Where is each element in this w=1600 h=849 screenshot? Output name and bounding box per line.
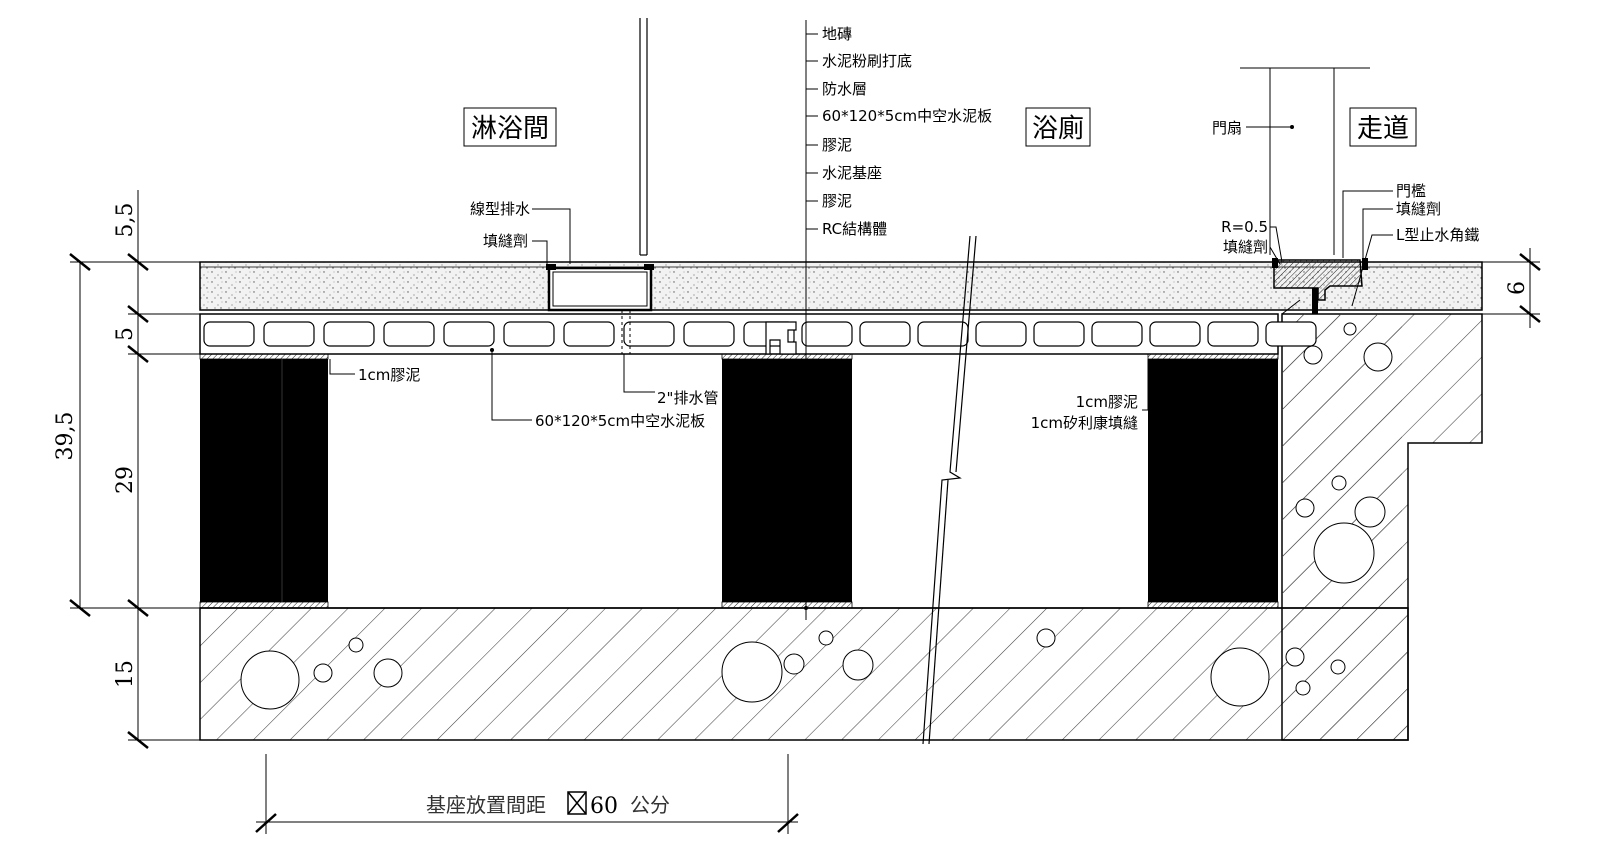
rc-structure <box>199 313 1483 741</box>
room-label-shower: 淋浴間 <box>471 114 549 144</box>
shower-glass <box>639 18 648 256</box>
door-threshold <box>1240 67 1370 315</box>
base-spacing-unit: 公分 <box>630 793 670 817</box>
mortar-right-label: 1cm膠泥 <box>1076 393 1138 411</box>
layer-label: RC結構體 <box>822 220 887 238</box>
board-cell <box>975 321 1027 347</box>
board-cell <box>683 321 735 347</box>
board-cell <box>623 321 675 347</box>
layer-label: 膠泥 <box>822 192 852 210</box>
board-cell <box>1033 321 1085 347</box>
dim-15: 15 <box>113 660 138 688</box>
screed-layer <box>199 261 1483 311</box>
layer-label: 水泥基座 <box>822 164 882 182</box>
silicone-joint-label: 1cm矽利康填縫 <box>1031 414 1138 432</box>
board-cell <box>1149 321 1201 347</box>
layer-stack-labels: 地磚 水泥粉刷打底 防水層 60*120*5cm中空水泥板 膠泥 水泥基座 膠泥… <box>822 25 992 238</box>
mortar-label: 1cm膠泥 <box>358 366 420 384</box>
sealant-label: 填縫劑 <box>483 232 528 250</box>
linear-drain <box>546 264 654 354</box>
break-line <box>922 235 977 745</box>
room-label-corridor: 走道 <box>1357 114 1409 144</box>
board-cell <box>1091 321 1143 347</box>
board-cell <box>443 321 495 347</box>
board-cell <box>1265 321 1317 347</box>
dim-6: 6 <box>1505 281 1530 295</box>
door-leaf-label: 門扇 <box>1212 119 1242 137</box>
board-cell <box>801 321 853 347</box>
room-label-bathroom: 浴廁 <box>1032 114 1084 144</box>
hollow-board-label: 60*120*5cm中空水泥板 <box>535 412 705 430</box>
radius-sealant-label: 填縫劑 <box>1223 238 1268 256</box>
radius-label: R=0.5 <box>1221 218 1268 236</box>
layer-leader-ticks <box>806 33 818 230</box>
base-spacing-caption: 基座放置間距 <box>426 793 546 817</box>
base-spacing-dimension: 基座放置間距 60 公分 <box>255 754 799 834</box>
board-cell <box>503 321 555 347</box>
drain-pipe-label: 2"排水管 <box>657 389 718 407</box>
board-cell <box>263 321 315 347</box>
board-cell <box>563 321 615 347</box>
room-labels: 淋浴間 浴廁 走道 <box>463 107 1417 147</box>
board-cell <box>203 321 255 347</box>
board-cells <box>203 321 1317 347</box>
layer-label: 地磚 <box>822 25 852 43</box>
board-cell <box>859 321 911 347</box>
dim-29: 29 <box>113 466 138 494</box>
linear-drain-label: 線型排水 <box>470 200 530 218</box>
board-joint <box>765 321 797 355</box>
threshold-sealant-label: 填縫劑 <box>1396 200 1441 218</box>
cement-bases <box>200 359 1278 602</box>
base-spacing-value: 60 <box>590 794 618 819</box>
left-dimensions: 5,5 5 39,5 29 15 <box>53 190 200 749</box>
right-annotations: 1cm膠泥 1cm矽利康填縫 門扇 門檻 填縫劑 L型止水角鐵 R=0.5 填縫… <box>1031 119 1480 432</box>
threshold-label: 門檻 <box>1396 182 1426 200</box>
dim-5: 5 <box>113 327 138 341</box>
layer-label: 膠泥 <box>822 136 852 154</box>
board-cell <box>383 321 435 347</box>
dim-39-5: 39,5 <box>53 412 78 461</box>
dim-5-5: 5,5 <box>113 203 138 238</box>
l-angle-label: L型止水角鐵 <box>1396 226 1479 244</box>
left-annotations: 線型排水 填縫劑 1cm膠泥 2"排水管 60*120*5cm中空水泥板 <box>329 200 718 430</box>
layer-label: 水泥粉刷打底 <box>822 52 912 70</box>
layer-label: 防水層 <box>822 80 867 98</box>
right-dimension: 6 <box>1482 248 1541 328</box>
board-cell <box>1207 321 1259 347</box>
board-cell <box>323 321 375 347</box>
layer-label: 60*120*5cm中空水泥板 <box>822 107 992 125</box>
